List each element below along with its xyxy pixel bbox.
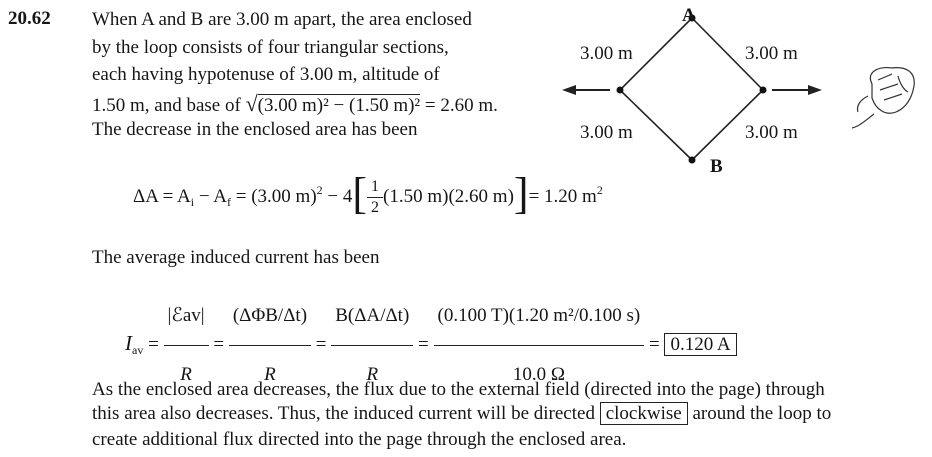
current-sub: av xyxy=(132,342,144,357)
conclusion-line-1: As the enclosed area decreases, the flux… xyxy=(92,379,825,400)
eq-sign-3: = xyxy=(315,333,327,355)
eq-sign-4: = xyxy=(418,333,429,355)
fraction-flux-num: (ΔΦB/Δt) xyxy=(228,288,312,346)
area-eq-minus4: − 4 xyxy=(322,186,353,207)
area-eq-result: = 1.20 m xyxy=(528,186,597,207)
pulling-hand-icon xyxy=(851,67,915,129)
area-eq-mid: = (3.00 m) xyxy=(231,186,317,207)
area-eq-result-sup: 2 xyxy=(596,183,603,197)
area-eq-sub-i: i xyxy=(190,195,195,209)
fraction-area-den: R xyxy=(366,364,379,385)
right-corner-dot xyxy=(759,86,767,94)
current-equation: Iav = |ℰav| R = (ΔΦB/Δt) R = B(ΔA/Δt) R = (… xyxy=(125,288,737,403)
intro-line-5: The decrease in the enclosed area has be… xyxy=(92,119,418,140)
fraction-emf-den: R xyxy=(180,364,192,385)
fraction-area: B(ΔA/Δt) R xyxy=(331,288,414,403)
eq-sign-5: = xyxy=(649,333,660,355)
right-arrow-icon xyxy=(772,85,822,95)
current-intro: The average induced current has been xyxy=(92,247,380,268)
left-corner-dot xyxy=(616,86,624,94)
bracket-open: [ xyxy=(352,169,368,218)
fraction-numeric: (0.100 T)(1.20 m²/0.100 s) 10.0 Ω xyxy=(433,288,645,403)
fraction-flux-den: R xyxy=(264,364,276,385)
fraction-numeric-den: 10.0 Ω xyxy=(512,364,565,385)
point-b-dot xyxy=(688,156,696,164)
left-arrow-icon xyxy=(562,85,610,95)
fraction-emf: |ℰav| R xyxy=(163,288,209,403)
loop-square xyxy=(619,17,764,161)
answer-box: 0.120 A xyxy=(664,332,737,356)
area-eq-inner: (1.50 m)(2.60 m) xyxy=(383,186,514,207)
frac-num: 1 xyxy=(367,178,384,199)
fraction-numeric-num: (0.100 T)(1.20 m²/0.100 s) xyxy=(433,288,645,346)
conclusion-line-2-pre: this area also decreases. Thus, the indu… xyxy=(92,403,595,424)
side-upper-left-label: 3.00 m xyxy=(580,43,633,64)
sqrt-sign-icon: √ xyxy=(245,91,258,116)
side-lower-right-label: 3.00 m xyxy=(745,122,798,143)
conclusion-line-3: create additional flux directed into the… xyxy=(92,429,627,450)
conclusion-line-2: this area also decreases. Thus, the indu… xyxy=(92,402,831,425)
clockwise-box: clockwise xyxy=(599,402,688,425)
fraction-flux: (ΔΦB/Δt) R xyxy=(228,288,312,403)
area-eq-sup-2: 2 xyxy=(316,183,323,197)
point-a-label: A xyxy=(682,5,696,26)
fraction-emf-num: |ℰav| xyxy=(163,288,209,346)
area-eq-lhs: ΔA = A xyxy=(133,186,191,207)
bracket-close: ] xyxy=(513,169,529,218)
intro-line-2: by the loop consists of four triangular … xyxy=(92,37,449,58)
point-a-dot xyxy=(688,14,696,22)
area-eq-sub-f: f xyxy=(227,195,232,209)
intro-line-4: 1.50 m, and base of √(3.00 m)² − (1.50 m… xyxy=(92,92,498,117)
side-lower-left-label: 3.00 m xyxy=(580,122,633,143)
point-b-label: B xyxy=(710,156,723,177)
eq-sign-2: = xyxy=(213,333,225,355)
eq-sign-1: = xyxy=(148,333,159,355)
problem-number: 20.62 xyxy=(8,8,51,29)
intro-line-4-pre: 1.50 m, and base of xyxy=(92,95,241,116)
conclusion-line-2-post: around the loop to xyxy=(692,403,832,424)
fraction-area-num: B(ΔA/Δt) xyxy=(331,288,414,346)
intro-line-1: When A and B are 3.00 m apart, the area … xyxy=(92,9,472,30)
sqrt-radicand: (3.00 m)² − (1.50 m)² xyxy=(257,94,421,116)
area-eq-minus: − A xyxy=(194,186,228,207)
frac-den: 2 xyxy=(371,199,380,217)
intro-line-3: each having hypotenuse of 3.00 m, altitu… xyxy=(92,64,440,85)
intro-line-4-post: = 2.60 m. xyxy=(424,95,498,116)
side-upper-right-label: 3.00 m xyxy=(745,43,798,64)
current-symbol: I xyxy=(125,330,132,355)
